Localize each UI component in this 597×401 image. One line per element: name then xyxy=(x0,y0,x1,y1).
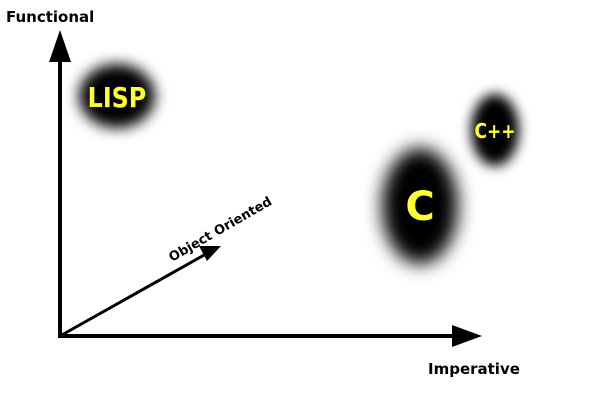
object-oriented-axis-label: Object Oriented xyxy=(167,194,275,265)
object-oriented-axis xyxy=(59,246,221,338)
c-blob: C xyxy=(382,148,458,264)
c-label: C xyxy=(405,184,434,230)
cpp-blob: C++ xyxy=(471,94,519,166)
imperative-axis xyxy=(58,325,482,347)
lisp-label: LISP xyxy=(88,82,147,114)
functional-axis xyxy=(49,30,71,338)
cpp-label: C++ xyxy=(475,121,516,144)
lisp-blob: LISP xyxy=(79,64,155,128)
imperative-axis-label: Imperative xyxy=(428,360,520,378)
functional-axis-label: Functional xyxy=(6,8,94,26)
